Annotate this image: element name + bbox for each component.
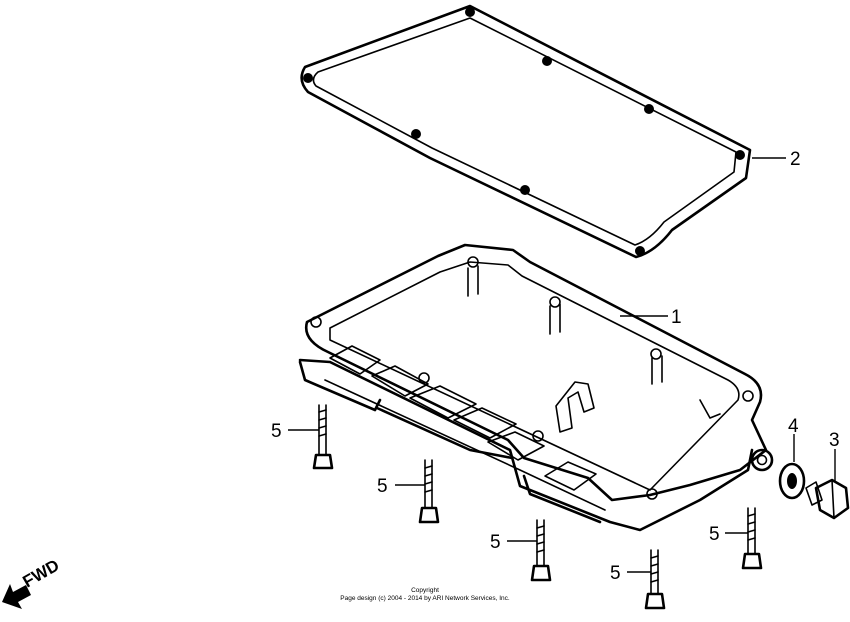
flange-bolt xyxy=(312,404,334,470)
copyright-line-2: Page design (c) 2004 - 2014 by ARI Netwo… xyxy=(340,595,510,602)
flange-bolt xyxy=(741,507,763,570)
callout-bolt-5: 5 xyxy=(709,524,720,545)
washer xyxy=(778,462,806,500)
direction-label: FWD xyxy=(20,556,63,592)
forward-arrow-icon xyxy=(2,584,31,609)
flange-bolt xyxy=(530,519,552,582)
callout-bolt-4: 5 xyxy=(610,563,621,584)
callout-washer: 4 xyxy=(788,416,799,437)
gasket xyxy=(300,4,752,259)
drain-bolt xyxy=(805,478,850,520)
callout-bolt-2: 5 xyxy=(377,476,388,497)
callout-pan: 1 xyxy=(671,307,682,328)
flange-bolt xyxy=(418,459,440,524)
callout-bolt-3: 5 xyxy=(490,532,501,553)
callout-gasket: 2 xyxy=(790,149,801,170)
callout-drain-bolt: 3 xyxy=(829,430,840,451)
flange-bolt xyxy=(644,549,666,610)
copyright-line-1: Copyright xyxy=(411,587,439,594)
oil-pan xyxy=(298,243,774,532)
callout-bolt-1: 5 xyxy=(271,421,282,442)
